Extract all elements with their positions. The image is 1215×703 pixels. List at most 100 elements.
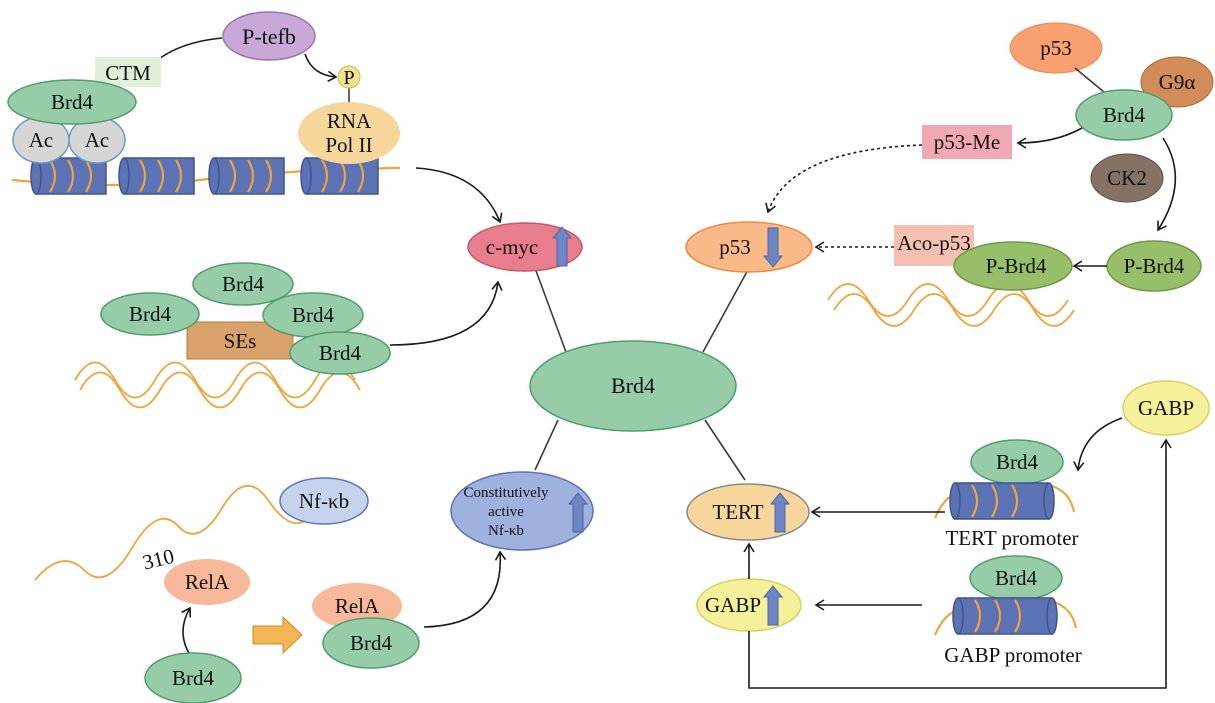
orange-arrow-icon xyxy=(252,615,303,655)
gabp-top-label: GABP xyxy=(1138,396,1194,420)
up-arrow-icon xyxy=(567,492,589,533)
brd4-se-bottom-label: Brd4 xyxy=(319,341,362,365)
nfkb-small-node xyxy=(279,477,369,525)
arrow-brd4-pbrd4 xyxy=(1157,137,1177,232)
down-arrow-icon xyxy=(762,227,784,268)
nfkb-module: Nf-κb 310 RelA Brd4 RelA Brd4 Constituti… xyxy=(34,471,594,703)
nucleosome-3 xyxy=(208,157,285,195)
arrow-chromatin-cmyc xyxy=(415,167,503,224)
brd4-se-right-label: Brd4 xyxy=(292,303,335,327)
p53-me-label: p53-Me xyxy=(934,130,1001,154)
ck2-label: CK2 xyxy=(1107,166,1147,190)
rela-left-node xyxy=(164,559,250,605)
ac-left-label: Ac xyxy=(29,128,54,152)
p53-center-node xyxy=(685,221,813,273)
brd4-se-bottom-node xyxy=(289,331,391,375)
rna-pol-ii-label-line1: RNA xyxy=(327,109,372,133)
brd4-top-node xyxy=(7,79,137,125)
brd4-bottom-right-node xyxy=(322,617,420,669)
arrow-brd4-p53me xyxy=(1016,127,1083,149)
transcription-elongation-module: P-tefb CTM P Ac xyxy=(7,11,503,224)
super-enhancer-module: SEs Brd4 Brd4 Brd4 Brd4 xyxy=(74,262,503,409)
spoke-cmyc xyxy=(534,267,567,353)
nucleosome-2 xyxy=(118,157,195,195)
hub-connections xyxy=(534,267,750,481)
tert-promoter-label: TERT promoter xyxy=(945,526,1078,550)
ptefb-label: P-tefb xyxy=(242,24,296,49)
p53-top-node xyxy=(1009,22,1103,74)
brd4-gabp-promoter-label: Brd4 xyxy=(995,566,1038,590)
arrow-ptefb-p xyxy=(304,53,338,83)
gabp-center-label: GABP xyxy=(705,593,761,617)
p53-center-group: p53 xyxy=(685,221,813,273)
p53-me-box xyxy=(922,125,1012,159)
rela-right-node xyxy=(312,583,402,629)
pbrd4-dna-strand-a xyxy=(827,283,1069,317)
rna-pol-ii-node xyxy=(298,102,400,164)
up-arrow-icon xyxy=(762,585,784,626)
ctm-label: CTM xyxy=(105,61,151,85)
brd4-se-left-node xyxy=(100,292,200,336)
dashed-arrow-p53me-p53 xyxy=(765,144,923,214)
brd4-bottom-left-label: Brd4 xyxy=(172,666,215,690)
ac-right-label: Ac xyxy=(85,128,110,152)
aco-p53-label: Aco-p53 xyxy=(897,231,970,255)
se-dna-strand-b xyxy=(79,371,361,409)
ck2-node xyxy=(1090,153,1164,203)
p-label: P xyxy=(343,67,354,89)
brd4-bottom-right-label: Brd4 xyxy=(350,631,393,655)
up-arrow-icon xyxy=(551,226,573,267)
link-p53-brd4 xyxy=(1074,67,1105,93)
up-arrow-icon xyxy=(769,492,791,533)
nfkb-active-label-line1: Constitutively xyxy=(463,485,549,501)
p53-regulation-module: p53 G9α Brd4 p53-Me CK2 P-Brd4 Aco-p53 P… xyxy=(765,22,1214,327)
nfkb-active-label-line3: Nf-κb xyxy=(488,523,524,539)
ses-label: SEs xyxy=(224,329,257,353)
g9a-node xyxy=(1140,56,1214,108)
nfkb-small-label: Nf-κb xyxy=(299,489,349,513)
brd4-bottom-left-node xyxy=(144,652,242,703)
arrow-gabp-loop xyxy=(748,438,1172,689)
ptefb-node xyxy=(222,11,316,61)
brd4-tert-promoter-label: Brd4 xyxy=(996,450,1039,474)
brd4-right-label: Brd4 xyxy=(1103,103,1146,127)
cmyc-node xyxy=(467,222,583,272)
rela-right-label: RelA xyxy=(335,594,380,618)
tert-label: TERT xyxy=(712,500,763,524)
nfkb-active-node xyxy=(450,471,594,551)
p-node xyxy=(337,65,361,89)
brd4-top-label: Brd4 xyxy=(51,90,94,114)
cmyc-label: c-myc xyxy=(486,235,538,259)
gabp-promoter-label: GABP promoter xyxy=(944,643,1081,667)
p53-top-label: p53 xyxy=(1040,36,1072,60)
brd4-se-left-label: Brd4 xyxy=(129,302,172,326)
nfkb-active-label-line2: active xyxy=(488,504,524,520)
tert-promoter-nucleosome xyxy=(933,482,1076,520)
se-dna-strand-a xyxy=(74,361,356,399)
brd4-se-top-node xyxy=(192,262,294,306)
arrow-gabp-tertpromoter xyxy=(1073,417,1123,472)
g9a-label: G9α xyxy=(1159,70,1196,94)
arrow-se-cmyc xyxy=(389,280,503,346)
spoke-nfkb xyxy=(534,419,559,471)
tert-gabp-module: GABP Brd4 TERT promoter TERT Brd4 GABP xyxy=(686,380,1210,689)
pbrd4-right-label: P-Brd4 xyxy=(1124,254,1185,278)
brd4-se-top-label: Brd4 xyxy=(222,272,265,296)
arrow-relabrd4-nfkb xyxy=(423,550,507,628)
spoke-tert xyxy=(704,419,746,481)
brd4-center-node xyxy=(529,340,737,432)
brd4-right-node xyxy=(1075,89,1173,141)
gabp-top-node xyxy=(1122,380,1210,436)
ctm-box xyxy=(95,57,161,87)
pbrd4-left-node xyxy=(953,241,1073,291)
rela-left-label: RelA xyxy=(185,570,230,594)
pbrd4-left-label: P-Brd4 xyxy=(986,254,1047,278)
spoke-p53 xyxy=(702,267,750,353)
rna-pol-ii-label-line2: Pol II xyxy=(325,133,372,157)
pbrd4-dna-strand-b xyxy=(833,293,1075,327)
gabp-promoter-nucleosome xyxy=(933,597,1078,636)
p53-center-label: p53 xyxy=(719,235,751,259)
rela-dna-strand xyxy=(34,484,307,581)
brd4-center-label: Brd4 xyxy=(611,373,655,398)
